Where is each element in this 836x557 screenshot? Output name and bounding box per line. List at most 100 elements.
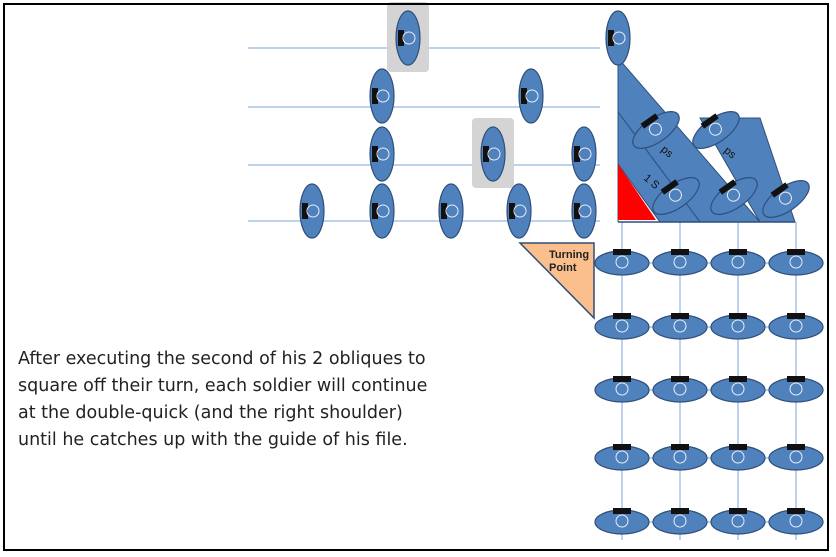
soldier-head: [726, 188, 740, 202]
soldier-cap: [671, 376, 689, 382]
soldier: [369, 68, 395, 124]
soldier: [652, 376, 708, 403]
soldier-cap: [509, 203, 515, 219]
soldier-cap: [613, 376, 631, 382]
soldier: [692, 111, 740, 149]
caption-line: square off their turn, each soldier will…: [18, 376, 428, 396]
soldier-cap: [372, 88, 378, 104]
soldier-cap: [640, 113, 659, 129]
soldier: [387, 2, 429, 72]
soldier-head: [306, 204, 320, 218]
soldier-head: [673, 255, 687, 269]
soldier-cap: [787, 444, 805, 450]
soldier: [571, 126, 597, 182]
soldier: [472, 118, 514, 188]
soldier: [518, 68, 544, 124]
soldier-cap: [671, 313, 689, 319]
soldier: [768, 376, 824, 403]
soldier-body: [571, 126, 597, 182]
soldier-body: [438, 183, 464, 239]
soldier-head: [778, 191, 792, 205]
soldier: [652, 444, 708, 471]
turning-point-label: Turning Point: [549, 249, 589, 275]
soldier-head: [668, 188, 682, 202]
soldier: [594, 376, 650, 403]
soldier-cap: [660, 179, 679, 195]
soldier-cap: [729, 376, 747, 382]
soldier-head: [789, 450, 803, 464]
soldier-cap: [613, 444, 631, 450]
soldier-head: [673, 319, 687, 333]
soldier-body: [299, 183, 325, 239]
soldier-cap: [671, 249, 689, 255]
soldier: [710, 376, 766, 403]
soldier-head: [402, 31, 416, 45]
soldier-head: [376, 89, 390, 103]
soldier: [506, 183, 532, 239]
soldier-body: [480, 126, 506, 182]
soldier-head: [731, 382, 745, 396]
soldier: [710, 249, 766, 276]
soldier-head: [731, 255, 745, 269]
soldier: [762, 180, 810, 218]
turning-point-line1: Turning: [549, 249, 590, 261]
soldier: [299, 183, 325, 239]
soldier-head: [789, 319, 803, 333]
soldier-head: [376, 204, 390, 218]
soldier-cap: [372, 203, 378, 219]
soldier-cap: [729, 313, 747, 319]
soldier-cap: [787, 508, 805, 514]
soldier-head: [789, 255, 803, 269]
soldiers: [299, 2, 824, 535]
soldier: [768, 249, 824, 276]
soldier-head: [731, 450, 745, 464]
soldier-cap: [787, 376, 805, 382]
soldier-head: [615, 514, 629, 528]
soldier-cap: [700, 113, 719, 129]
soldier-cap: [372, 146, 378, 162]
soldier-cap: [574, 203, 580, 219]
soldier: [369, 183, 395, 239]
soldier-cap: [729, 249, 747, 255]
soldier: [768, 313, 824, 340]
soldier-cap: [441, 203, 447, 219]
soldier-cap: [521, 88, 527, 104]
soldier-head: [731, 319, 745, 333]
soldier-cap: [613, 313, 631, 319]
caption-line: at the double-quick (and the right shoul…: [18, 403, 403, 423]
soldier: [710, 177, 758, 215]
caption-line: until he catches up with the guide of hi…: [18, 430, 408, 450]
soldier-head: [525, 89, 539, 103]
soldier-cap: [608, 30, 614, 46]
soldier-cap: [718, 179, 737, 195]
turning-point-line2: Point: [549, 262, 577, 274]
soldier-head: [487, 147, 501, 161]
soldier: [652, 177, 700, 215]
caption-text: After executing the second of his 2 obli…: [18, 346, 488, 454]
soldier: [438, 183, 464, 239]
soldier: [710, 313, 766, 340]
soldier: [652, 313, 708, 340]
soldier-cap: [574, 146, 580, 162]
soldier-head: [673, 450, 687, 464]
soldier: [632, 111, 680, 149]
soldier-body: [518, 68, 544, 124]
turning-point-triangle: [518, 242, 595, 320]
soldier-head: [615, 382, 629, 396]
soldier: [571, 183, 597, 239]
soldier-head: [615, 450, 629, 464]
soldier-cap: [613, 249, 631, 255]
soldier-head: [615, 319, 629, 333]
soldier-cap: [671, 508, 689, 514]
soldier: [652, 249, 708, 276]
soldier-head: [578, 204, 592, 218]
soldier-cap: [483, 146, 489, 162]
soldier: [594, 508, 650, 535]
soldier-body: [571, 183, 597, 239]
soldier: [768, 444, 824, 471]
soldier: [369, 126, 395, 182]
soldier-cap: [671, 444, 689, 450]
soldier-head: [445, 204, 459, 218]
soldier-cap: [729, 444, 747, 450]
